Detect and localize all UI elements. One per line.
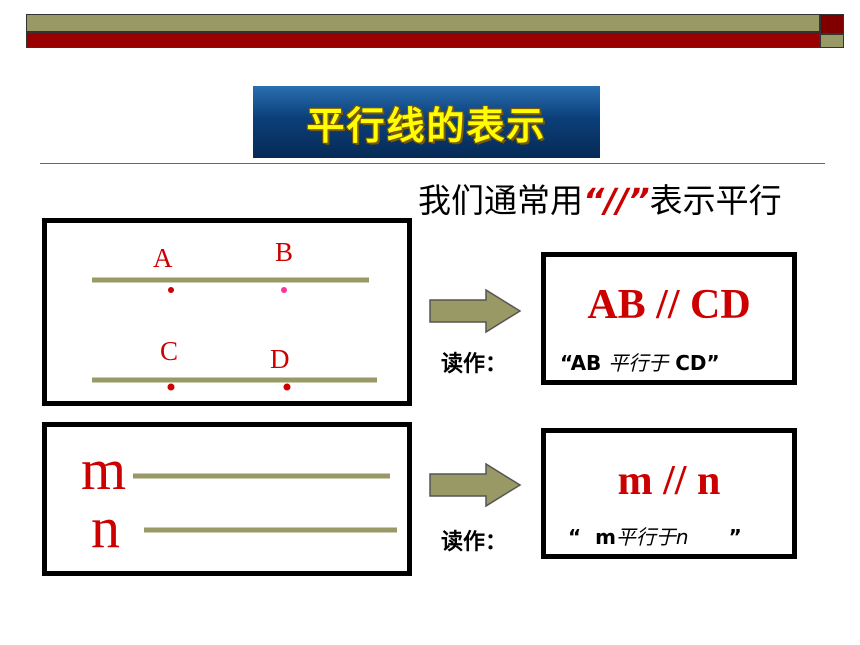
reading-mid: 平行于 bbox=[608, 351, 669, 375]
header-bar-olive bbox=[26, 14, 820, 32]
reading-open: “AB bbox=[560, 351, 609, 375]
point-b bbox=[281, 287, 287, 293]
reading-close: CD” bbox=[668, 351, 720, 375]
reading-m-n: “ m平行于n ” bbox=[568, 521, 742, 550]
reading-var: n bbox=[675, 525, 689, 549]
header-bar-red bbox=[26, 32, 820, 48]
line-label-n: n bbox=[91, 495, 120, 560]
read-label-2: 读作： bbox=[441, 530, 508, 555]
point-label-c: C bbox=[160, 336, 179, 366]
point-label-a: A bbox=[153, 243, 173, 273]
note-after: 表示平行 bbox=[649, 181, 782, 220]
result-box-ab-cd: AB // CD “AB 平行于 CD” bbox=[541, 252, 797, 385]
parallel-lines-figure-m-n: m n bbox=[42, 422, 412, 576]
point-d bbox=[283, 383, 291, 391]
expression-ab-cd: AB // CD bbox=[587, 282, 751, 328]
reading-ab-cd: “AB 平行于 CD” bbox=[560, 347, 720, 376]
header-square-dark bbox=[820, 14, 844, 34]
line-label-m: m bbox=[81, 437, 127, 502]
arrow-right-icon bbox=[429, 462, 522, 508]
title-divider bbox=[40, 163, 825, 164]
parallel-lines-figure-ab-cd: A B C D bbox=[42, 218, 412, 406]
note-before: 我们通常用 bbox=[418, 181, 583, 220]
figure-m-n-drawing bbox=[133, 473, 397, 533]
header-square-olive bbox=[820, 34, 844, 48]
reading-open: “ m bbox=[568, 525, 616, 549]
reading-close: ” bbox=[728, 525, 742, 549]
expression-m-n: m // n bbox=[617, 458, 721, 504]
point-a bbox=[168, 287, 174, 293]
point-c bbox=[167, 383, 175, 391]
notation-note: 我们通常用“//”表示平行 bbox=[418, 180, 838, 222]
read-label-1: 读作： bbox=[441, 352, 508, 377]
title-banner: 平行线的表示 bbox=[253, 86, 600, 158]
result-box-m-n: m // n “ m平行于n ” bbox=[541, 428, 797, 559]
figure-ab-cd-drawing bbox=[92, 277, 377, 391]
point-label-d: D bbox=[270, 344, 290, 374]
reading-mid: 平行于 bbox=[615, 525, 676, 549]
page-title: 平行线的表示 bbox=[306, 103, 547, 148]
note-symbol: “//” bbox=[583, 181, 650, 220]
point-label-b: B bbox=[275, 237, 294, 267]
arrow-right-icon bbox=[429, 288, 522, 334]
